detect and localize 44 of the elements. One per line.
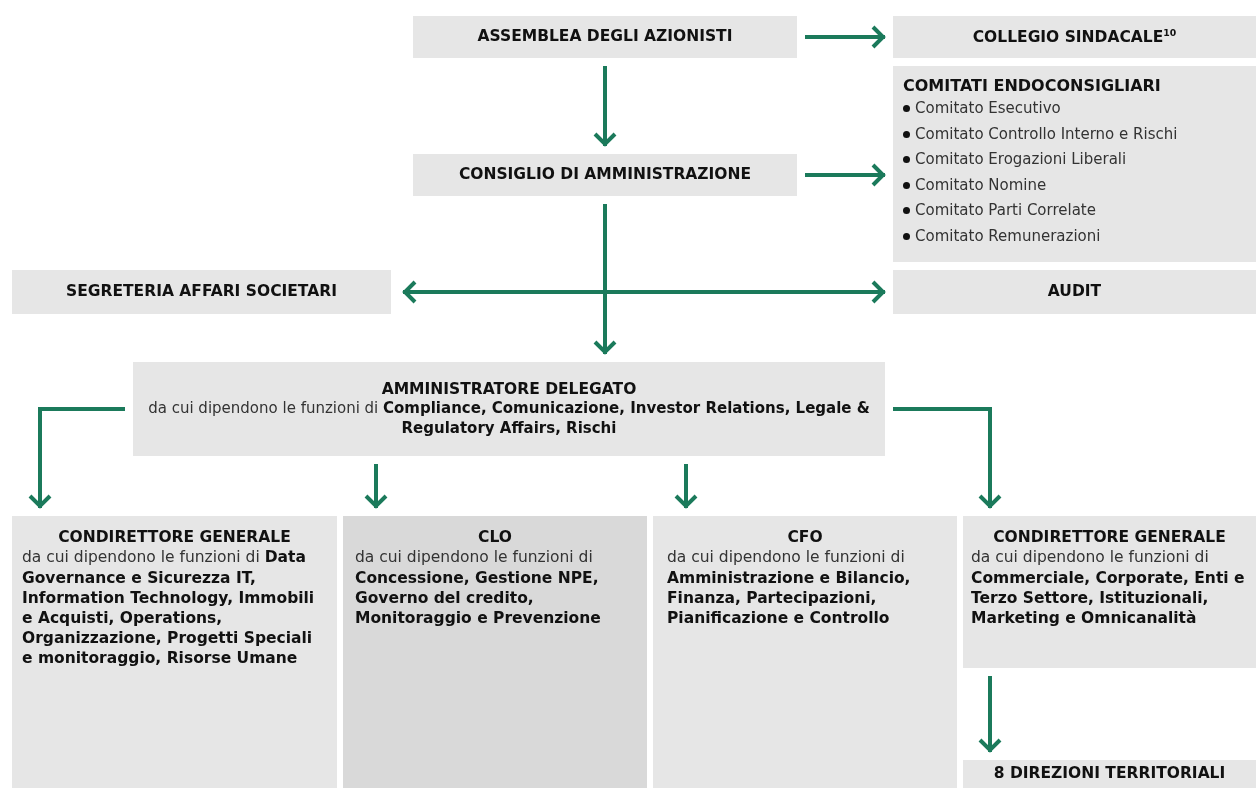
org-box bbox=[653, 516, 957, 788]
arrow bbox=[28, 407, 125, 508]
box-heading: 8 DIREZIONI TERRITORIALI bbox=[993, 764, 1226, 784]
list-item: Comitato Controllo Interno e Rischi bbox=[915, 123, 1178, 145]
list-item: Comitato Parti Correlate bbox=[915, 200, 1096, 221]
box-heading: ASSEMBLEA DEGLI AZIONISTI bbox=[477, 27, 733, 47]
arrow bbox=[805, 163, 885, 187]
box-description: da cui dipendono le funzioni di Data Governance e Sicurezza IT, Information Technology, Immobili e Acquisti, Operations, Organizzazione, Progetti Speciali e monitoraggio, Risorse Umane bbox=[22, 547, 316, 669]
org-box bbox=[963, 516, 1256, 668]
box-description: da cui dipendono le funzioni di Amministrazione e Bilancio, Finanza, Partecipazioni, Pianificazione e Controllo bbox=[667, 547, 912, 628]
box-description: da cui dipendono le funzioni di Commerciale, Corporate, Enti e Terzo Settore, Istituzionali, Marketing e Omnicanalità bbox=[971, 547, 1246, 628]
org-box bbox=[133, 362, 885, 456]
arrow bbox=[893, 407, 1002, 508]
box-heading: COMITATI ENDOCONSIGLIARI bbox=[903, 76, 1161, 96]
box-heading: AMMINISTRATORE DELEGATO bbox=[381, 379, 637, 400]
box-heading: CFO bbox=[787, 528, 823, 548]
box-heading: COLLEGIO SINDACALE$^{10}$ bbox=[972, 26, 1177, 48]
box-heading: AUDIT bbox=[1047, 282, 1102, 302]
org-box bbox=[893, 66, 1256, 262]
org-box bbox=[413, 154, 797, 196]
box-heading: CONDIRETTORE GENERALE bbox=[993, 528, 1226, 548]
box-description: da cui dipendono le funzioni di Compliance, Comunicazione, Investor Relations, Legale & Regulatory Affairs, Rischi bbox=[147, 399, 871, 439]
org-box bbox=[893, 16, 1256, 58]
arrow bbox=[593, 66, 617, 146]
arrow bbox=[593, 204, 617, 354]
arrow bbox=[805, 25, 885, 49]
box-description: da cui dipendono le funzioni di Concessione, Gestione NPE, Governo del credito, Monitoraggio e Prevenzione bbox=[355, 547, 602, 628]
list-item: Comitato Esecutivo bbox=[915, 98, 1061, 119]
org-box bbox=[343, 516, 647, 788]
org-box bbox=[893, 270, 1256, 314]
box-heading: CLO bbox=[478, 528, 512, 548]
org-box bbox=[12, 516, 337, 788]
arrow bbox=[674, 464, 698, 508]
list-item: Comitato Erogazioni Liberali bbox=[915, 149, 1127, 170]
arrow bbox=[364, 464, 388, 508]
org-box bbox=[963, 760, 1256, 788]
box-heading: CONDIRETTORE GENERALE bbox=[58, 528, 291, 548]
list-item: Comitato Remunerazioni bbox=[915, 225, 1101, 247]
org-box bbox=[413, 16, 797, 58]
box-heading: CONSIGLIO DI AMMINISTRAZIONE bbox=[458, 165, 752, 185]
org-box bbox=[12, 270, 391, 314]
box-heading: SEGRETERIA AFFARI SOCIETARI bbox=[66, 282, 337, 302]
list-item: Comitato Nomine bbox=[915, 174, 1047, 196]
arrow bbox=[978, 676, 1002, 752]
